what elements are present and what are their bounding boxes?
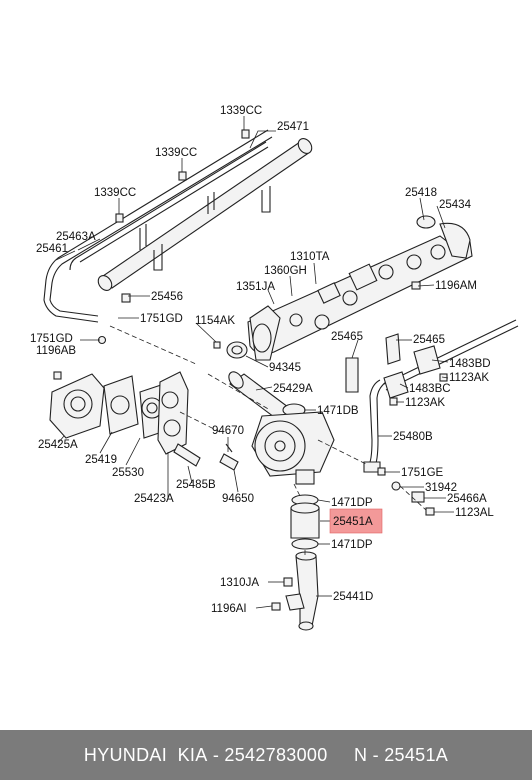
footer-sep-2: N - [327, 744, 385, 765]
label-1339cc-low: 1339CC [94, 187, 136, 199]
label-31942: 31942 [425, 482, 457, 494]
parts-diagram: 1339CC 25471 1339CC 1339CC 25418 25434 2… [30, 105, 519, 631]
bolts-left-icon [53, 293, 221, 380]
label-1483bd: 1483BD [449, 358, 491, 370]
hose-25451a [290, 502, 320, 539]
label-1351ja: 1351JA [236, 281, 275, 293]
label-25441d: 25441D [333, 591, 373, 603]
label-1751gd-right: 1751GD [140, 313, 183, 325]
label-25485b: 25485B [176, 479, 216, 491]
bolt-1339cc-icon [115, 129, 250, 223]
sensor-94650 [219, 443, 239, 471]
label-1339cc-top: 1339CC [220, 105, 262, 117]
label-1154ak: 1154AK [195, 315, 235, 327]
label-25465-right: 25465 [413, 334, 445, 346]
label-1339cc-mid: 1339CC [155, 147, 197, 159]
label-1471db: 1471DB [317, 405, 359, 417]
water-pump [251, 411, 335, 485]
part-number-footer: HYUNDAI KIA - 2542783000 N - 25451A [0, 730, 532, 780]
label-25471: 25471 [277, 121, 309, 133]
label-25480b: 25480B [393, 431, 433, 443]
pipe-25441d [285, 551, 319, 631]
label-25465-left: 25465 [331, 331, 363, 343]
leader-lines [55, 116, 454, 609]
label-25423a: 25423A [134, 493, 174, 505]
bracket-25465 [345, 333, 441, 399]
label-1123al: 1123AL [455, 507, 494, 519]
label-94650: 94650 [222, 493, 254, 505]
pipe-25480b [363, 319, 519, 473]
coolant-manifold [247, 215, 473, 361]
assembly-dashed-lines [109, 325, 427, 556]
label-25419: 25419 [85, 454, 117, 466]
label-25429a: 25429A [273, 383, 313, 395]
label-1123ak-upper: 1123AK [449, 372, 489, 384]
label-1310ja: 1310JA [220, 577, 259, 589]
part-labels: 1339CC 25471 1339CC 1339CC 25418 25434 2… [30, 105, 494, 615]
water-inlet-25425a [49, 373, 105, 439]
label-1310ta: 1310TA [290, 251, 330, 263]
pipe-25461 [43, 129, 273, 323]
label-1196ai: 1196AI [211, 603, 247, 615]
footer-part-number: 2542783000 [224, 744, 328, 765]
label-25463a: 25463A [56, 231, 96, 243]
pipe-brackets [139, 186, 271, 271]
gasket-94345 [226, 341, 248, 359]
pipe-25471 [97, 138, 313, 291]
clamp-1471dp-lower [291, 538, 319, 550]
bolt-1196am-icon [411, 281, 421, 290]
label-94670: 94670 [212, 425, 244, 437]
label-25451a: 25451A [333, 516, 373, 528]
footer-ref: 25451A [384, 744, 449, 765]
label-25456: 25456 [151, 291, 183, 303]
footer-brand: HYUNDAI KIA [83, 744, 208, 765]
footer-sep-1: - [207, 744, 225, 765]
gasket-25419 [103, 375, 139, 435]
label-1123ak-lower: 1123AK [405, 397, 445, 409]
label-94345: 94345 [269, 362, 301, 374]
label-25425a: 25425A [38, 439, 78, 451]
label-1751ge: 1751GE [401, 467, 444, 479]
label-1751gd-left: 1751GD [30, 333, 73, 345]
highlight-25451a [329, 508, 383, 534]
sensor-25485b [173, 443, 201, 467]
label-25418: 25418 [405, 187, 437, 199]
label-25434: 25434 [439, 199, 472, 211]
label-25466a: 25466A [447, 493, 487, 505]
thermostat-housing-25423a [157, 371, 189, 455]
label-1196ab: 1196AB [36, 345, 76, 357]
label-1196am: 1196AM [435, 280, 477, 292]
pipe-25463a [69, 141, 269, 271]
label-25530: 25530 [112, 467, 144, 479]
label-1360gh: 1360GH [264, 265, 307, 277]
label-1471dp-lower: 1471DP [331, 539, 373, 551]
label-25461: 25461 [36, 243, 68, 255]
label-1483bc: 1483BC [409, 383, 451, 395]
label-1471dp-upper: 1471DP [331, 497, 373, 509]
